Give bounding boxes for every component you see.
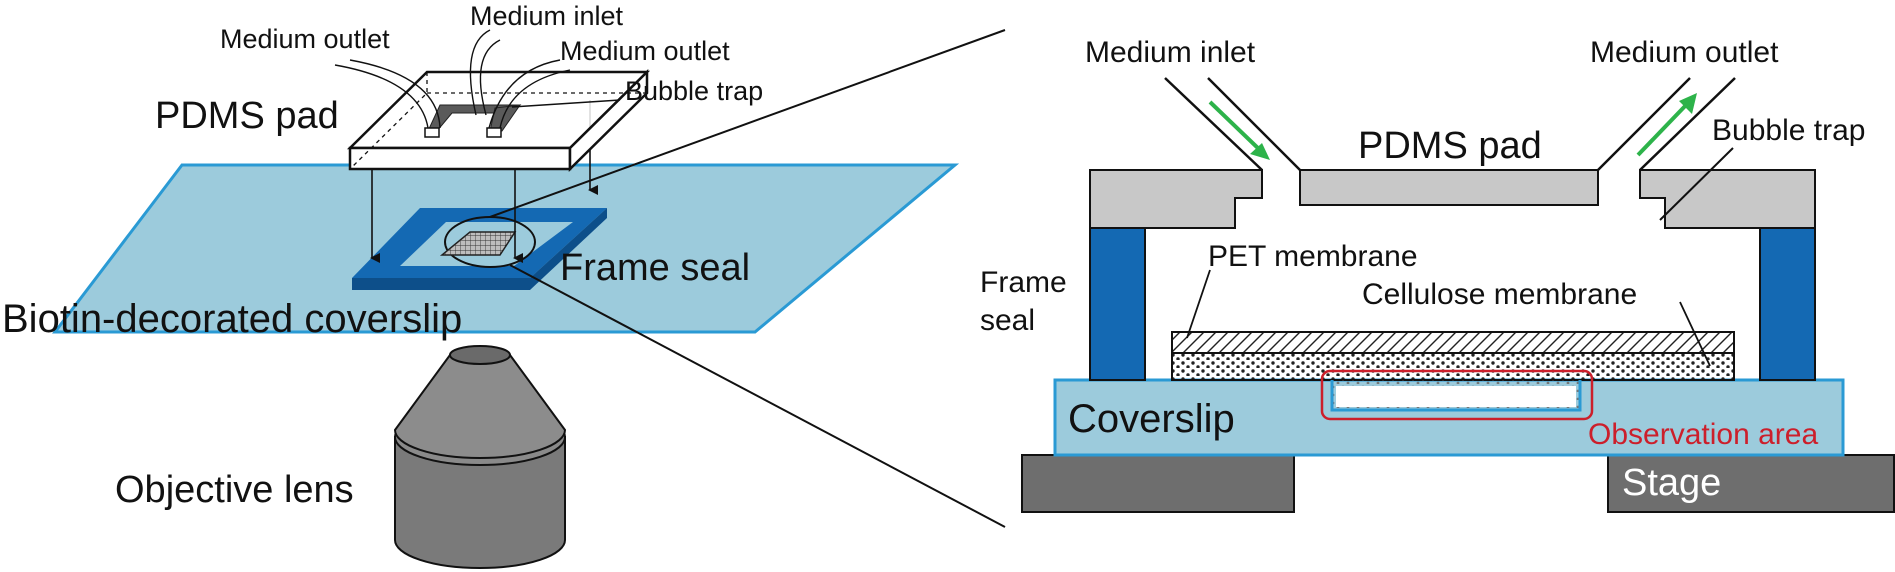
- label-observation-area: Observation area: [1588, 418, 1818, 451]
- pdms-pad-center-section: [1299, 169, 1599, 206]
- stage-block-right: [1607, 454, 1895, 513]
- inflow-arrow: [1208, 100, 1264, 154]
- pdms-pad-3d: [346, 69, 651, 172]
- right-panel: Medium inlet Medium outlet PDMS pad Bubb…: [980, 36, 1895, 513]
- label-frame-seal-right-line2: seal: [980, 304, 1035, 337]
- objective-lens: [393, 345, 567, 569]
- pdms-pad-right-section: [1639, 169, 1816, 229]
- observation-window-inner: [1336, 386, 1576, 407]
- label-stage: Stage: [1622, 462, 1721, 504]
- label-medium-outlet-right: Medium outlet: [560, 36, 730, 66]
- cellulose-membrane: [1171, 352, 1735, 381]
- label-medium-inlet-left: Medium inlet: [470, 1, 624, 31]
- pet-membrane-leader: [1186, 269, 1211, 339]
- label-cellulose-membrane: Cellulose membrane: [1362, 278, 1637, 311]
- stage-block-left: [1021, 454, 1295, 513]
- observation-window-outline: [1330, 380, 1582, 412]
- label-coverslip-left: Biotin-decorated coverslip: [2, 297, 462, 341]
- label-medium-outlet-right-panel: Medium outlet: [1590, 36, 1779, 69]
- zoom-line-bottom: [509, 264, 1006, 528]
- frame-seal-right: [1759, 227, 1816, 381]
- observation-area-outline: [1320, 369, 1594, 421]
- left-panel: Medium outlet Medium inlet Medium outlet…: [2, 1, 1006, 569]
- label-frame-seal-left: Frame seal: [560, 247, 750, 289]
- pdms-pad-left-section: [1089, 169, 1263, 229]
- membrane-mesh: [439, 231, 517, 256]
- label-bubble-trap-left: Bubble trap: [625, 76, 763, 106]
- label-bubble-trap-right: Bubble trap: [1712, 114, 1865, 147]
- label-pdms-pad-left: PDMS pad: [155, 95, 339, 137]
- label-objective-lens: Objective lens: [115, 469, 354, 511]
- label-frame-seal-right-line1: Frame: [980, 266, 1067, 299]
- bubble-trap-leader: [511, 99, 621, 108]
- pet-membrane: [1171, 331, 1735, 354]
- label-medium-outlet-left: Medium outlet: [220, 24, 390, 54]
- bubble-trap-leader-right: [1659, 147, 1734, 221]
- tubing: [334, 29, 571, 129]
- label-coverslip-right: Coverslip: [1068, 397, 1235, 441]
- flow-channels: [1164, 77, 1736, 171]
- outflow-arrow: [1636, 101, 1690, 157]
- label-pdms-pad-right: PDMS pad: [1358, 125, 1542, 167]
- label-pet-membrane: PET membrane: [1208, 240, 1418, 273]
- label-medium-inlet-right: Medium inlet: [1085, 36, 1256, 69]
- inflow-arrowhead: [1250, 143, 1270, 160]
- frame-seal-left: [1089, 227, 1146, 381]
- cellulose-membrane-leader: [1679, 301, 1711, 367]
- zoom-line-top: [489, 29, 1006, 218]
- outflow-arrowhead: [1679, 93, 1697, 114]
